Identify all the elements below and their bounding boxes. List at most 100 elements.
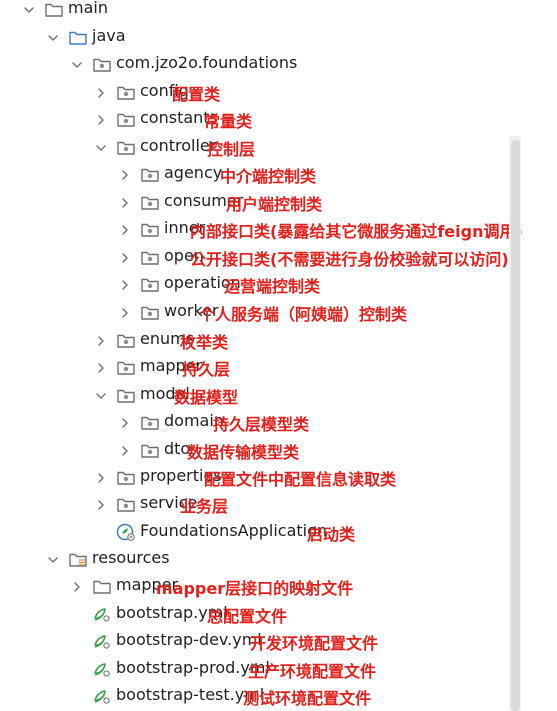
scrollbar-thumb[interactable] (511, 140, 520, 711)
package-icon (92, 55, 112, 73)
chevron-right-icon[interactable] (118, 167, 132, 181)
chevron-down-icon[interactable] (94, 140, 108, 154)
annotation-text: 业务层 (180, 497, 229, 516)
package-icon (116, 386, 136, 404)
chevron-right-icon[interactable] (70, 579, 84, 593)
annotation-text: 常量类 (204, 112, 253, 131)
annotation-text: 数据传输模型类 (187, 443, 300, 462)
annotation-text: 内部接口类(暴露给其它微服务通过feign调用) (190, 222, 523, 241)
package-icon (140, 441, 160, 459)
chevron-right-icon[interactable] (118, 222, 132, 236)
tree-item-label: config (140, 81, 189, 100)
annotation-text: 持久层模型类 (213, 415, 310, 434)
chevron-right-icon[interactable] (118, 415, 132, 429)
yaml-file-icon (92, 687, 112, 705)
tree-item-label: FoundationsApplication (140, 521, 328, 540)
package-icon (140, 413, 160, 431)
tree-item-label: model (140, 384, 190, 403)
package-icon (140, 193, 160, 211)
chevron-right-icon[interactable] (118, 443, 132, 457)
chevron-down-icon[interactable] (70, 57, 84, 71)
annotation-text: 持久层 (182, 360, 231, 379)
package-icon (140, 275, 160, 293)
tree-item-label: enums (140, 329, 195, 348)
package-icon (140, 220, 160, 238)
tree-item-label: java (92, 26, 126, 45)
tree-row-java[interactable]: java (0, 24, 557, 52)
chevron-right-icon[interactable] (94, 112, 108, 126)
tree-item-label: controller (140, 136, 217, 155)
tree-item-label: agency (164, 163, 223, 182)
annotation-text: 数据模型 (174, 388, 239, 407)
folder-icon (44, 0, 64, 18)
folder-icon (92, 577, 112, 595)
package-icon (140, 248, 160, 266)
annotation-text: 开发环境配置文件 (250, 634, 379, 653)
chevron-right-icon[interactable] (94, 360, 108, 374)
annotation-text: 生产环境配置文件 (248, 662, 377, 681)
chevron-right-icon[interactable] (94, 85, 108, 99)
annotation-text: 个人服务端（阿姨端）控制类 (199, 305, 408, 324)
package-icon (140, 303, 160, 321)
chevron-right-icon[interactable] (94, 470, 108, 484)
tree-row-main[interactable]: main (0, 0, 557, 24)
annotation-text: 控制层 (207, 140, 256, 159)
tree-item-label: operation (164, 273, 241, 292)
tree-row-package-foundations[interactable]: com.jzo2o.foundations (0, 51, 557, 79)
tree-item-label: open (164, 246, 204, 265)
annotation-text: mapper层接口的映射文件 (156, 579, 354, 598)
annotation-text: 运营端控制类 (224, 277, 321, 296)
chevron-right-icon[interactable] (94, 333, 108, 347)
resources-folder-icon (68, 550, 88, 568)
annotation-text: 用户端控制类 (226, 195, 323, 214)
chevron-right-icon[interactable] (118, 250, 132, 264)
chevron-down-icon[interactable] (46, 552, 60, 566)
tree-item-label: bootstrap-test.yml (116, 685, 265, 704)
annotation-text: 枚举类 (180, 333, 229, 352)
tree-row-resources[interactable]: resources (0, 546, 557, 574)
tree-item-label: worker (164, 301, 219, 320)
annotation-text: 总配置文件 (207, 607, 288, 626)
chevron-right-icon[interactable] (118, 305, 132, 319)
tree-item-label: domain (164, 411, 224, 430)
package-icon (116, 138, 136, 156)
chevron-right-icon[interactable] (118, 277, 132, 291)
annotation-text: 测试环境配置文件 (243, 689, 372, 708)
chevron-down-icon[interactable] (94, 388, 108, 402)
tree-item-label: main (68, 0, 108, 17)
chevron-down-icon[interactable] (46, 30, 60, 44)
tree-item-label: bootstrap-prod.yml (116, 658, 270, 677)
yaml-file-icon (92, 605, 112, 623)
chevron-right-icon[interactable] (118, 195, 132, 209)
tree-item-label: mapper (140, 356, 203, 375)
tree-item-label: bootstrap-dev.yml (116, 630, 262, 649)
tree-item-label: service (140, 493, 198, 512)
package-icon (140, 165, 160, 183)
tree-item-label: properties (140, 466, 222, 485)
chevron-down-icon[interactable] (22, 2, 36, 16)
package-icon (116, 358, 136, 376)
chevron-right-icon[interactable] (94, 497, 108, 511)
